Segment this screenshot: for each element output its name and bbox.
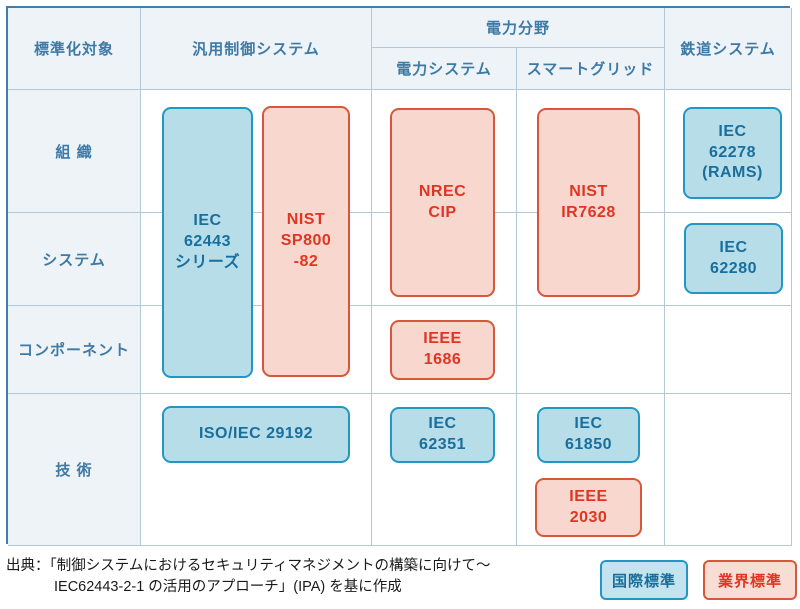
std-box-nrec-cip: NREC CIP <box>390 108 495 297</box>
cell-railway-component <box>665 306 792 394</box>
std-box-iec-62351: IEC 62351 <box>390 407 495 463</box>
source-note: 出典：「制御システムにおけるセキュリティマネジメントの構築に向けて～ IEC62… <box>6 556 490 598</box>
legend-international-standard: 国際標準 <box>600 560 688 600</box>
header-standardization-target: 標準化対象 <box>8 8 141 90</box>
header-power-field: 電力分野 <box>372 8 665 48</box>
header-power-system: 電力システム <box>372 48 517 90</box>
row-label-component: コンポーネント <box>8 306 141 394</box>
std-box-iec-61850: IEC 61850 <box>537 407 640 463</box>
row-label-organization: 組 織 <box>8 90 141 213</box>
row-label-system: システム <box>8 213 141 306</box>
source-note-line1: 出典：「制御システムにおけるセキュリティマネジメントの構築に向けて～ <box>6 558 491 574</box>
row-label-technology: 技 術 <box>8 394 141 546</box>
standards-table: 標準化対象 汎用制御システム 電力分野 電力システム スマートグリッド 鉄道シス… <box>6 6 792 546</box>
header-railway-system: 鉄道システム <box>665 8 792 90</box>
std-box-nist-sp800-82: NIST SP800 -82 <box>262 106 350 377</box>
std-box-iso-iec-29192: ISO/IEC 29192 <box>162 406 350 463</box>
header-general-control-system: 汎用制御システム <box>141 8 372 90</box>
std-box-iec-62278-rams: IEC 62278 (RAMS) <box>683 107 782 199</box>
cell-railway-technology <box>665 394 792 546</box>
std-box-iec-62280: IEC 62280 <box>684 223 783 294</box>
std-box-iec-62443: IEC 62443 シリーズ <box>162 107 253 378</box>
std-box-ieee-1686: IEEE 1686 <box>390 320 495 380</box>
cell-smartgrid-component <box>517 306 665 394</box>
legend-industry-standard: 業界標準 <box>703 560 797 600</box>
header-smart-grid: スマートグリッド <box>517 48 665 90</box>
std-box-nist-ir7628: NIST IR7628 <box>537 108 640 297</box>
source-note-line2: IEC62443-2-1 の活用のアプローチ」(IPA) を基に作成 <box>54 579 402 595</box>
std-box-ieee-2030: IEEE 2030 <box>535 478 642 537</box>
